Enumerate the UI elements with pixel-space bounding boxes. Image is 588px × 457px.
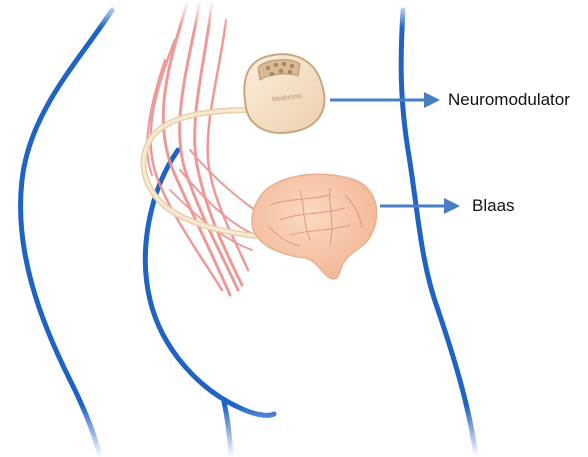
arrow-bladder [380,198,460,214]
body-outline-back [21,10,112,457]
arrow-neuromodulator [330,92,440,108]
body-outline-front [401,10,476,457]
neuromodulator-device: Medtronic [244,54,324,133]
bladder-shape [252,174,377,279]
neuromodulator-label: Neuromodulator [448,90,570,110]
sacral-nerves [147,0,262,295]
bladder-label: Blaas [472,196,515,216]
body-outline-leg [145,150,274,415]
